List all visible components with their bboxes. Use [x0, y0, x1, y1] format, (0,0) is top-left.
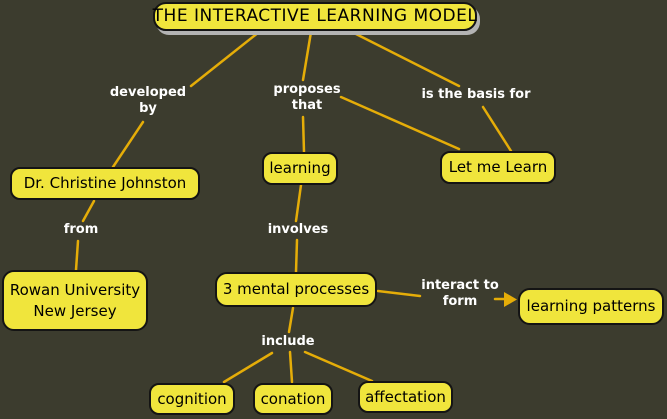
- edge-title-proposes-that: [301, 30, 313, 82]
- edge-mental-processes-interact: [376, 289, 422, 298]
- concept-3-mental-processes[interactable]: 3 mental processes: [215, 272, 377, 307]
- concept-let-me-learn-label: Let me Learn: [448, 158, 548, 177]
- concept-rowan-university[interactable]: Rowan University New Jersey: [2, 270, 148, 331]
- edge-title-is-basis-for: [350, 30, 461, 88]
- link-label-include[interactable]: include: [248, 334, 328, 350]
- link-label-proposes-that-line2: that: [291, 98, 323, 113]
- link-label-developed-by-line2: by: [139, 101, 157, 116]
- concept-rowan-university-line2: New Jersey: [33, 301, 117, 320]
- link-label-developed-by[interactable]: developed by: [103, 85, 193, 117]
- concept-learning-label: learning: [269, 159, 331, 178]
- link-label-involves[interactable]: involves: [258, 222, 338, 238]
- edge-developed-by-dr-johnston: [111, 120, 145, 169]
- concept-let-me-learn[interactable]: Let me Learn: [440, 151, 556, 184]
- link-label-involves-text: involves: [267, 222, 329, 237]
- link-label-from[interactable]: from: [46, 222, 116, 238]
- concept-cognition-label: cognition: [157, 389, 227, 408]
- concept-learning-patterns-label: learning patterns: [526, 297, 656, 316]
- concept-conation-label: conation: [260, 389, 326, 408]
- link-label-from-text: from: [63, 222, 99, 237]
- edge-include-cognition: [222, 351, 274, 384]
- link-label-proposes-that-line1: proposes: [273, 82, 341, 97]
- concept-title-label: THE INTERACTIVE LEARNING MODEL: [152, 6, 478, 27]
- link-label-developed-by-line1: developed: [109, 85, 187, 100]
- concept-rowan-university-line1: Rowan University: [9, 281, 141, 300]
- edge-involves-mental-processes: [294, 238, 299, 274]
- concept-dr-christine-johnston-label: Dr. Christine Johnston: [23, 174, 187, 193]
- link-label-interact-to-form[interactable]: interact to form: [405, 278, 515, 310]
- edge-from-rowan: [74, 239, 80, 272]
- link-arrow-icon: [504, 292, 517, 307]
- link-label-interact-to-form-line2: form: [442, 294, 478, 309]
- edge-include-affectation: [303, 350, 374, 383]
- link-label-proposes-that[interactable]: proposes that: [262, 82, 352, 114]
- concept-affectation[interactable]: affectation: [358, 381, 453, 413]
- link-label-interact-to-form-line1: interact to: [421, 278, 499, 293]
- edge-learning-involves: [294, 183, 303, 223]
- edge-title-developed-by: [189, 30, 261, 88]
- edge-proposes-that-let-me-learn: [339, 95, 461, 151]
- link-label-is-the-basis-for-text: is the basis for: [421, 87, 531, 102]
- link-label-is-the-basis-for[interactable]: is the basis for: [411, 87, 541, 103]
- link-label-include-text: include: [261, 334, 315, 349]
- edge-include-conation: [288, 350, 294, 384]
- concept-learning[interactable]: learning: [262, 152, 338, 185]
- concept-dr-christine-johnston[interactable]: Dr. Christine Johnston: [10, 167, 200, 200]
- concept-3-mental-processes-label: 3 mental processes: [222, 280, 370, 299]
- edge-dr-johnston-from: [81, 199, 96, 223]
- concept-cognition[interactable]: cognition: [149, 383, 235, 415]
- edge-proposes-that-learning: [301, 115, 306, 154]
- concept-title[interactable]: THE INTERACTIVE LEARNING MODEL: [153, 2, 477, 31]
- concept-affectation-label: affectation: [365, 387, 446, 406]
- concept-learning-patterns[interactable]: learning patterns: [518, 288, 664, 325]
- edge-is-basis-for-let-me-learn: [481, 105, 513, 153]
- edge-mental-processes-include: [287, 306, 295, 334]
- concept-conation[interactable]: conation: [253, 383, 333, 415]
